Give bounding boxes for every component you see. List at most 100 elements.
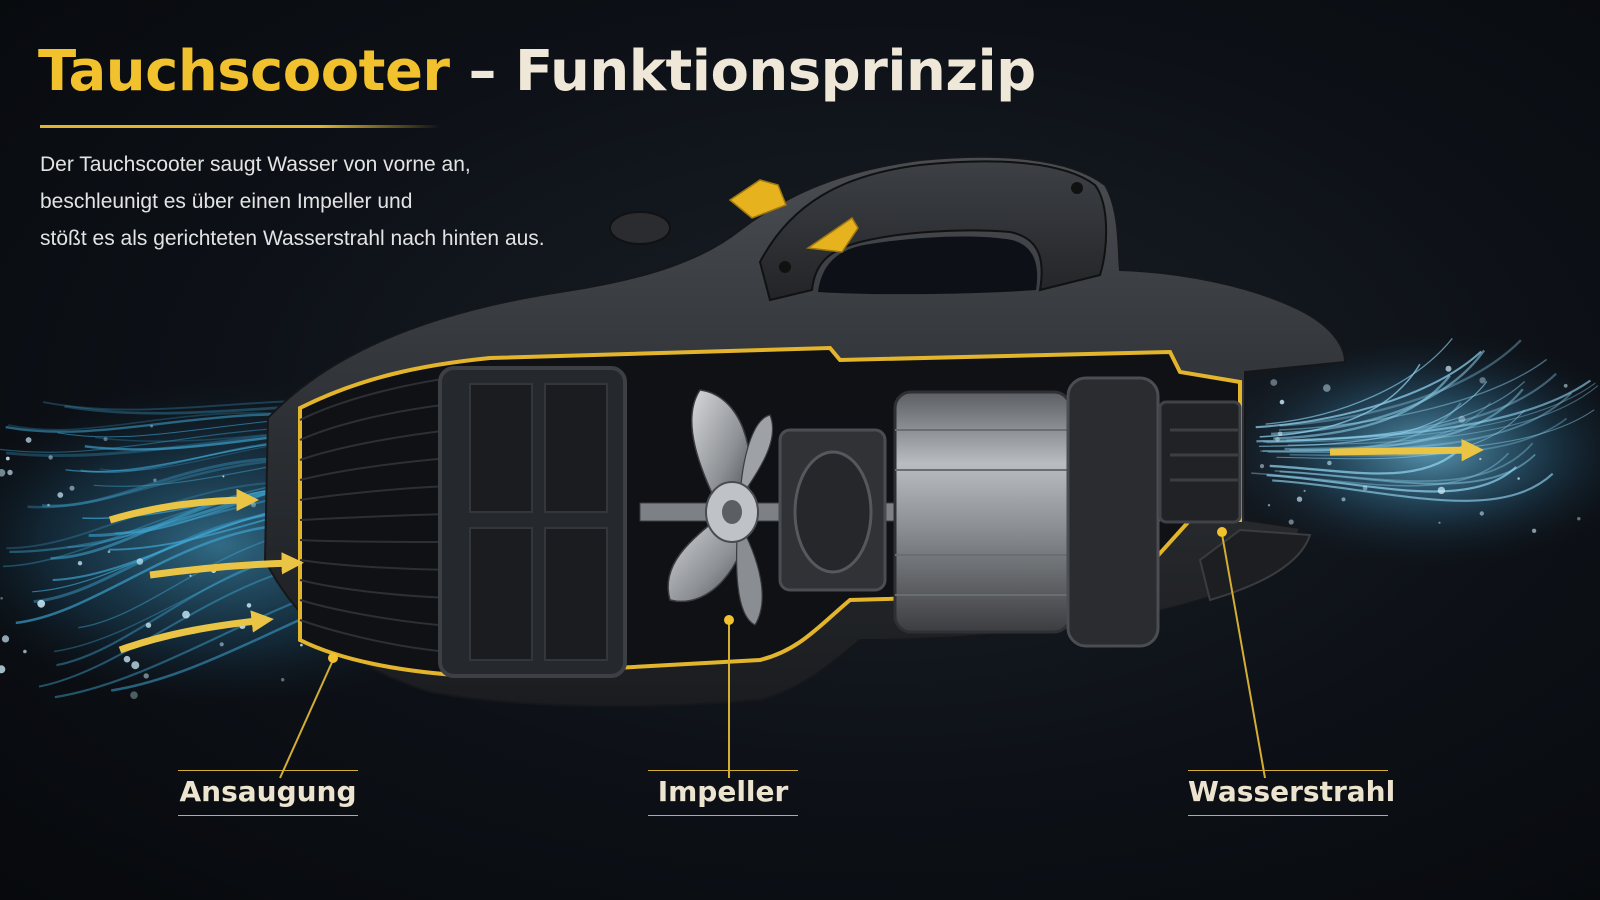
water-bubble xyxy=(1445,365,1452,372)
intro-line: Der Tauchscooter saugt Wasser von vorne … xyxy=(40,153,471,176)
handle-opening xyxy=(818,236,1038,295)
top-control-button-icon xyxy=(728,179,787,219)
water-streak xyxy=(1276,409,1526,460)
intake-grille xyxy=(299,377,451,653)
flow-arrow-out xyxy=(1329,438,1484,462)
filter-block xyxy=(469,527,533,661)
water-bubble xyxy=(130,691,138,699)
leader-impeller xyxy=(724,615,734,778)
water-bubble xyxy=(1259,464,1265,469)
water-streak xyxy=(1259,363,1421,438)
water-bubble xyxy=(300,643,303,647)
water-streak xyxy=(8,412,312,431)
water-bubble xyxy=(0,597,3,600)
water-bubble xyxy=(143,673,149,679)
water-bubble xyxy=(1458,415,1466,423)
water-streak xyxy=(1263,380,1526,443)
water-streak xyxy=(1266,382,1596,444)
water-bubble xyxy=(131,661,140,670)
water-bubble xyxy=(1479,511,1485,516)
filter-block xyxy=(544,527,608,661)
power-knob-icon xyxy=(609,211,671,245)
water-bubble xyxy=(281,678,285,682)
water-bubble xyxy=(1517,477,1520,480)
nozzle-housing xyxy=(1158,400,1242,524)
flow-arrow-in-2 xyxy=(149,552,304,579)
water-streak xyxy=(1279,453,1536,485)
water-bubble xyxy=(150,424,154,428)
water-bubble xyxy=(1531,528,1537,533)
water-bubble xyxy=(123,655,131,663)
water-bubble xyxy=(1323,384,1331,392)
intro-text: Der Tauchscooter saugt Wasser von vorne … xyxy=(40,146,600,257)
water-streak xyxy=(1251,452,1510,487)
water-streak xyxy=(1272,472,1554,502)
water-bubble xyxy=(219,642,224,647)
screw-icon xyxy=(779,261,791,273)
leader-wasserstrahl xyxy=(1217,527,1266,779)
water-streak xyxy=(1256,379,1592,443)
water-bubble xyxy=(1288,519,1294,525)
rear-fin xyxy=(1198,528,1312,602)
water-bubble xyxy=(0,665,6,674)
water-streak xyxy=(1265,337,1453,425)
water-bubble xyxy=(1279,399,1285,405)
water-streak xyxy=(1284,388,1524,451)
title-rest: – Funktionsprinzip xyxy=(449,39,1037,104)
callout-intake-label: Ansaugung xyxy=(179,775,357,808)
water-bubble xyxy=(1267,504,1271,507)
motor-endcap xyxy=(1066,376,1160,648)
water-bubble xyxy=(0,469,6,477)
water-bubble xyxy=(23,649,27,654)
water-bubble xyxy=(25,437,32,443)
water-bubble xyxy=(1,635,10,643)
water-bubble xyxy=(37,599,46,608)
water-bubble xyxy=(1479,457,1482,461)
water-streak xyxy=(1262,402,1462,452)
leader-ansaugung xyxy=(279,653,338,779)
water-bubble xyxy=(1277,431,1283,437)
water-streak xyxy=(1274,442,1534,482)
water-streak xyxy=(1255,350,1482,429)
water-bubble xyxy=(1438,521,1441,524)
coupling-flange xyxy=(793,450,873,574)
callout-intake: Ansaugung xyxy=(178,770,358,816)
water-bubble xyxy=(1577,517,1581,521)
title-accent: Tauchscooter xyxy=(38,39,450,104)
water-bubble xyxy=(47,503,50,507)
water-bubble xyxy=(246,603,252,608)
water-bubble xyxy=(7,469,13,476)
water-streak xyxy=(1259,402,1491,452)
water-bubble xyxy=(136,558,144,565)
water-bubble xyxy=(69,485,75,491)
water-bubble xyxy=(182,610,190,619)
water-bubble xyxy=(57,492,64,498)
water-bubble xyxy=(1479,377,1486,384)
water-streak xyxy=(1278,358,1548,431)
filter-block xyxy=(469,383,533,513)
title-underline xyxy=(40,125,440,128)
water-bubble xyxy=(251,502,256,508)
callout-impeller: Impeller xyxy=(648,770,798,816)
water-bubble xyxy=(222,475,225,478)
intro-line: stößt es als gerichteten Wasserstrahl na… xyxy=(40,227,545,250)
water-bubble xyxy=(1296,496,1303,502)
callout-impeller-label: Impeller xyxy=(657,775,789,808)
water-bubble xyxy=(107,550,111,553)
water-bubble xyxy=(5,456,10,461)
impeller-icon xyxy=(667,389,774,626)
intro-line: beschleunigt es über einen Impeller und xyxy=(40,190,413,213)
screw-icon xyxy=(1071,182,1083,194)
water-bubble xyxy=(48,455,53,460)
water-bubble xyxy=(103,437,108,442)
water-streak xyxy=(1266,466,1517,493)
handle xyxy=(758,160,1108,302)
callout-jet-label: Wasserstrahl xyxy=(1188,775,1396,808)
water-bubble xyxy=(1327,460,1332,466)
trigger-icon xyxy=(805,216,859,253)
water-bubble xyxy=(1341,497,1346,502)
water-bubble xyxy=(153,478,157,482)
water-bubble xyxy=(1362,485,1368,491)
callout-jet: Wasserstrahl xyxy=(1188,770,1395,816)
